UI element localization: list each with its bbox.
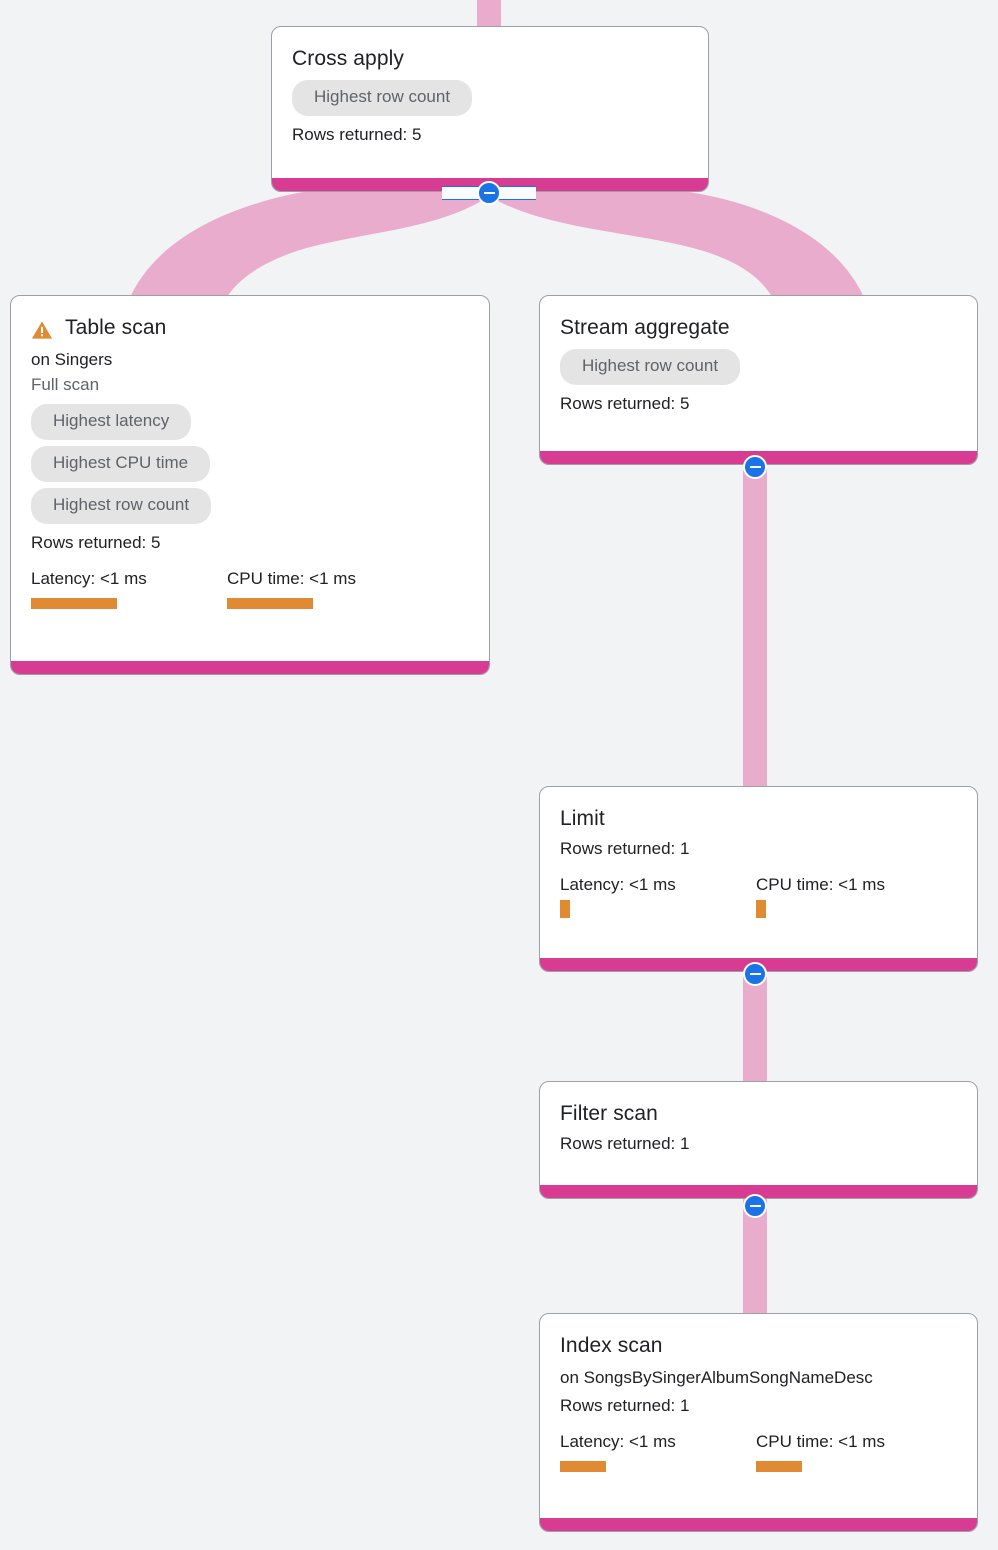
node-filter-scan-header: Filter scan — [560, 1100, 957, 1128]
warning-triangle-icon — [31, 319, 53, 341]
node-cross-apply-badges: Highest row count — [292, 77, 688, 119]
node-cross-apply-body: Cross apply Highest row count Rows retur… — [272, 27, 708, 178]
metric-cpu-time-bar — [756, 900, 766, 918]
node-subtitle: on Singers — [31, 350, 113, 369]
node-index-scan-header: Index scan — [560, 1332, 957, 1360]
node-index-scan[interactable]: Index scan on SongsBySingerAlbumSongName… — [539, 1313, 978, 1532]
badge-highest-latency: Highest latency — [31, 404, 192, 440]
node-stream-aggregate-body: Stream aggregate Highest row count Rows … — [540, 296, 977, 451]
collapse-button-cross-apply[interactable] — [477, 181, 501, 205]
metric-cpu-time-label: CPU time: <1 ms — [756, 1432, 885, 1451]
node-index-scan-body: Index scan on SongsBySingerAlbumSongName… — [540, 1314, 977, 1518]
node-stream-aggregate-badges: Highest row count — [560, 346, 957, 388]
node-limit-header: Limit — [560, 805, 957, 833]
metric-latency: Latency: <1 ms — [560, 874, 756, 918]
rows-returned: Rows returned: 1 — [560, 839, 690, 858]
metric-latency-bar — [31, 598, 117, 609]
collapse-button-limit[interactable] — [743, 962, 767, 986]
edge-cross-apply-to-table-scan — [128, 181, 489, 302]
node-limit-metrics: Latency: <1 ms CPU time: <1 ms — [560, 874, 957, 918]
metric-cpu-time-label: CPU time: <1 ms — [756, 875, 885, 894]
node-filter-scan-body: Filter scan Rows returned: 1 — [540, 1082, 977, 1185]
badge-highest-row-count: Highest row count — [292, 80, 473, 116]
node-title: Filter scan — [560, 1102, 658, 1125]
edge-stream-aggregate-to-limit — [743, 460, 767, 790]
metric-latency-label: Latency: <1 ms — [560, 875, 676, 894]
node-table-scan[interactable]: Table scan on Singers Full scan Highest … — [10, 295, 490, 675]
rows-returned: Rows returned: 1 — [560, 1396, 690, 1415]
node-stream-aggregate-header: Stream aggregate — [560, 314, 957, 342]
metric-cpu-time: CPU time: <1 ms — [756, 1431, 885, 1472]
node-title: Limit — [560, 807, 605, 830]
node-filter-scan-footer — [540, 1185, 977, 1198]
badge-highest-row-count: Highest row count — [31, 488, 212, 524]
metric-cpu-time: CPU time: <1 ms — [756, 874, 885, 918]
badge-highest-cpu-time: Highest CPU time — [31, 446, 211, 482]
node-filter-scan[interactable]: Filter scan Rows returned: 1 — [539, 1081, 978, 1199]
rows-returned: Rows returned: 1 — [560, 1134, 690, 1153]
metric-latency: Latency: <1 ms — [560, 1431, 756, 1472]
metric-cpu-time: CPU time: <1 ms — [227, 568, 356, 609]
node-title: Index scan — [560, 1334, 663, 1357]
metric-latency-label: Latency: <1 ms — [560, 1432, 676, 1451]
node-limit-body: Limit Rows returned: 1 Latency: <1 ms CP… — [540, 787, 977, 958]
rows-returned: Rows returned: 5 — [292, 125, 422, 144]
metric-latency-bar — [560, 1461, 606, 1472]
edge-cross-apply-to-stream-aggregate — [489, 181, 866, 302]
metric-cpu-time-bar — [756, 1461, 802, 1472]
collapse-button-filter-scan[interactable] — [743, 1194, 767, 1218]
rows-returned: Rows returned: 5 — [31, 533, 161, 552]
node-stream-aggregate[interactable]: Stream aggregate Highest row count Rows … — [539, 295, 978, 465]
node-title: Table scan — [65, 316, 167, 339]
node-title: Stream aggregate — [560, 316, 730, 339]
rows-returned: Rows returned: 5 — [560, 394, 690, 413]
node-index-scan-metrics: Latency: <1 ms CPU time: <1 ms — [560, 1431, 957, 1472]
node-cross-apply-header: Cross apply — [292, 45, 688, 73]
badge-highest-row-count: Highest row count — [560, 349, 741, 385]
node-table-scan-body: Table scan on Singers Full scan Highest … — [11, 296, 489, 661]
node-table-scan-header: Table scan — [31, 314, 469, 342]
metric-cpu-time-bar — [227, 598, 313, 609]
metric-latency-bar — [560, 900, 570, 918]
node-scan-type: Full scan — [31, 375, 100, 394]
node-subtitle: on SongsBySingerAlbumSongNameDesc — [560, 1368, 873, 1387]
node-table-scan-badges: Highest latency Highest CPU time Highest… — [31, 401, 469, 527]
metric-cpu-time-label: CPU time: <1 ms — [227, 569, 356, 588]
node-table-scan-metrics: Latency: <1 ms CPU time: <1 ms — [31, 568, 469, 609]
metric-latency: Latency: <1 ms — [31, 568, 227, 609]
node-limit[interactable]: Limit Rows returned: 1 Latency: <1 ms CP… — [539, 786, 978, 972]
collapse-button-stream-aggregate[interactable] — [743, 455, 767, 479]
node-table-scan-footer — [11, 661, 489, 674]
node-cross-apply[interactable]: Cross apply Highest row count Rows retur… — [271, 26, 709, 192]
metric-latency-label: Latency: <1 ms — [31, 569, 147, 588]
node-title: Cross apply — [292, 47, 404, 70]
node-index-scan-footer — [540, 1518, 977, 1531]
